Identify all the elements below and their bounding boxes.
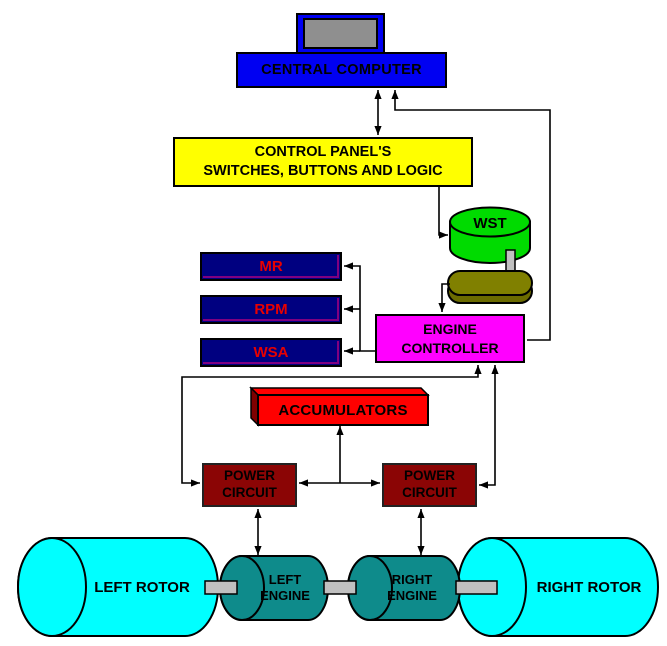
right-engine-cylinder — [347, 555, 461, 621]
right-power-circuit-label-line2: CIRCUIT — [402, 485, 457, 500]
left-engine-label-line2: ENGINE — [260, 588, 310, 603]
indicator-mr-node: MR — [200, 252, 342, 281]
drive-shafts — [204, 580, 498, 595]
central-computer-node: CENTRAL COMPUTER — [236, 52, 447, 88]
monitor-screen — [303, 18, 378, 49]
indicator-mr-label: MR — [259, 257, 283, 275]
right-engine-label: RIGHT ENGINE — [364, 571, 460, 605]
indicator-rpm-node: RPM — [200, 295, 342, 324]
indicator-wsa-label: WSA — [253, 343, 289, 361]
right-power-circuit-node: POWER CIRCUIT — [382, 463, 477, 507]
control-panel-node: CONTROL PANEL'S SWITCHES, BUTTONS AND LO… — [173, 137, 473, 187]
wst-label: WST — [473, 214, 507, 232]
left-power-circuit-node: POWER CIRCUIT — [202, 463, 297, 507]
indicator-wsa-node: WSA — [200, 338, 342, 367]
engine-controller-label-line1: ENGINE — [423, 321, 477, 338]
indicator-rpm-label: RPM — [254, 300, 288, 318]
engine-controller-label-line2: CONTROLLER — [401, 339, 499, 356]
accumulators-label: ACCUMULATORS — [278, 401, 408, 419]
left-engine-label-line1: LEFT — [268, 571, 302, 587]
left-engine-label: LEFT ENGINE — [237, 571, 333, 605]
right-rotor-label: RIGHT ROTOR — [536, 578, 642, 596]
right-power-circuit-label-line1: POWER — [403, 468, 455, 484]
central-computer-label: CENTRAL COMPUTER — [261, 61, 422, 78]
right-engine-label-line1: RIGHT — [391, 571, 433, 587]
right-engine-label-line2: ENGINE — [387, 588, 437, 603]
left-rotor-cylinder — [17, 537, 219, 637]
connector-lines — [181, 90, 551, 555]
engine-controller-node: ENGINE CONTROLLER — [375, 314, 525, 363]
left-power-circuit-label-line2: CIRCUIT — [222, 485, 277, 500]
left-power-circuit-label-line1: POWER — [223, 468, 275, 484]
left-engine-cylinder — [219, 555, 329, 621]
wst-pedal — [447, 270, 533, 304]
control-panel-label-line2: SWITCHES, BUTTONS AND LOGIC — [203, 163, 443, 179]
left-rotor-label: LEFT ROTOR — [94, 578, 190, 596]
control-panel-label-line1: CONTROL PANEL'S — [254, 144, 392, 161]
